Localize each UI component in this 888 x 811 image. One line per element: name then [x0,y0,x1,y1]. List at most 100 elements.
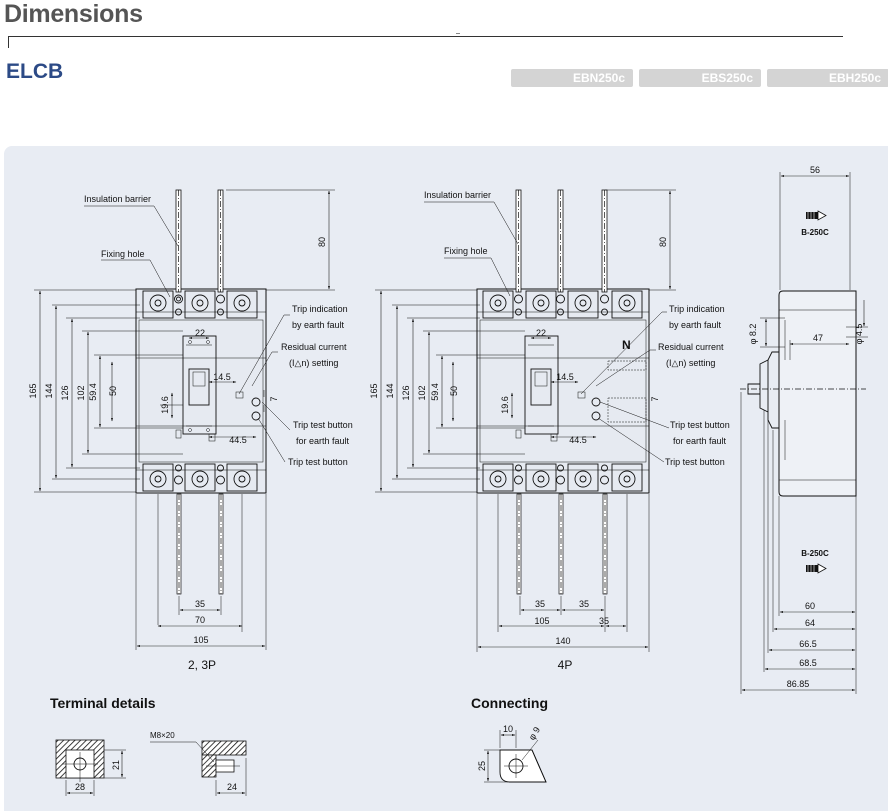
left-dim-80: 80 [317,237,327,247]
title-rule-tick [8,36,9,48]
title-rule [8,36,843,37]
right-dim-22: 22 [536,328,546,338]
left-dim-14-5: 14.5 [213,372,231,382]
right-dim-35b: 35 [579,599,589,609]
right-dim-102: 102 [417,385,427,400]
right-dim-59-4: 59.4 [430,383,440,401]
right-callout-residual-current: Residual current [658,342,724,352]
terminal-screw-label: M8×20 [150,731,175,740]
left-dim-19-6: 19.6 [160,396,170,414]
right-view-caption: 4P [558,658,573,672]
left-dim-126: 126 [60,385,70,400]
model-tabs: EBN250c EBS250c EBH250c [511,69,888,87]
side-dim-68-5: 68.5 [799,658,817,668]
connecting-dim-10: 10 [503,724,513,734]
right-handle [515,335,559,442]
side-dim-d8-2: φ 8.2 [748,324,758,345]
right-dim-140: 140 [555,636,570,646]
right-top-barriers [515,189,608,293]
right-dim-19-6: 19.6 [500,396,510,414]
right-callout-setting: (I△n) setting [666,358,715,368]
left-dim-22: 22 [195,328,205,338]
right-dim-126: 126 [401,385,411,400]
side-dim-64: 64 [805,618,815,628]
left-breaker-view: 165 144 126 102 59.4 50 19.6 22 14.5 44.… [28,189,353,672]
right-dim-35c: 35 [599,616,609,626]
right-neutral-label: N [622,338,631,352]
terminal-details: Terminal details 21 28 M8×20 24 [50,695,247,796]
side-model-top: B-250C [801,228,829,237]
right-callout-insulation-barrier: Insulation barrier [424,190,491,200]
left-dim-59-4: 59.4 [88,383,98,401]
right-dim-35a: 35 [535,599,545,609]
side-dim-60: 60 [805,601,815,611]
left-callout-trip-test-earth: Trip test button [293,420,353,430]
right-callout-for-earth-fault: for earth fault [673,436,727,446]
side-view: 56 B-250C φ 8.2 47 φ 4.5 B- [740,165,868,694]
left-dim-50: 50 [108,386,118,396]
left-top-barriers [175,189,224,293]
tab-ebs250c[interactable]: EBS250c [639,69,761,87]
side-dim-86-85: 86.85 [787,679,810,689]
left-bottom-terminals [142,463,258,492]
right-bottom-terminals [482,463,643,492]
connecting-title: Connecting [471,695,548,711]
right-dim-50: 50 [449,386,459,396]
right-callout-trip-test-earth: Trip test button [670,420,730,430]
side-model-bottom: B-250C [801,549,829,558]
side-top-arrow-icon [806,210,827,221]
tab-ebh250c[interactable]: EBH250c [767,69,888,87]
left-handle [175,335,217,442]
right-callout-trip-indication: Trip indication [669,304,725,314]
left-test-button [251,411,261,421]
section-title: ELCB [6,60,64,83]
side-bottom-arrow-icon [806,563,827,574]
left-callout-insulation-barrier: Insulation barrier [84,194,151,204]
right-dim-105: 105 [534,616,549,626]
left-top-terminals [142,290,258,319]
left-callout-fixing-hole: Fixing hole [101,249,145,259]
terminal-dim-28: 28 [75,782,85,792]
left-dim-102: 102 [76,385,86,400]
left-test-earth-button [251,397,261,407]
right-top-terminals [482,290,643,319]
side-dim-56: 56 [810,165,820,175]
right-dim-80: 80 [658,237,668,247]
side-dim-66-5: 66.5 [799,639,817,649]
right-dim-165: 165 [369,383,379,398]
connecting-dim-d9: φ 9 [527,725,542,742]
left-dim-165: 165 [28,383,38,398]
right-dim-7: 7 [650,396,660,401]
connecting-dim-25: 25 [477,761,487,771]
right-breaker-view: N [369,189,730,672]
connecting-detail: Connecting 10 φ 9 25 [471,695,548,783]
left-callout-residual-current: Residual current [281,342,347,352]
left-dim-7: 7 [269,396,279,401]
right-test-button [591,411,601,421]
page-title: Dimensions [4,0,143,28]
right-dim-14-5: 14.5 [556,372,574,382]
side-dim-47: 47 [813,333,823,343]
right-callout-fixing-hole: Fixing hole [444,246,488,256]
left-callout-for-earth-fault: for earth fault [296,436,350,446]
terminal-dim-24: 24 [227,782,237,792]
right-dim-144: 144 [385,383,395,398]
left-callout-setting: (I△n) setting [289,358,338,368]
left-callout-by-earth-fault: by earth fault [292,320,345,330]
tab-ebn250c[interactable]: EBN250c [511,69,633,87]
right-dim-44-5: 44.5 [569,435,587,445]
left-dim-144: 144 [44,383,54,398]
terminal-details-title: Terminal details [50,695,156,711]
left-callout-trip-indication: Trip indication [292,304,348,314]
left-trip-indicator [235,391,244,399]
left-dim-44-5: 44.5 [229,435,247,445]
left-view-caption: 2, 3P [188,658,216,672]
left-callout-trip-test-button: Trip test button [288,457,348,467]
right-trip-indicator [577,391,586,399]
terminal-dim-21: 21 [111,760,121,770]
left-dim-70: 70 [195,615,205,625]
right-callout-trip-test-button: Trip test button [665,457,725,467]
left-dim-35: 35 [195,599,205,609]
title-rule-mark [456,33,460,34]
